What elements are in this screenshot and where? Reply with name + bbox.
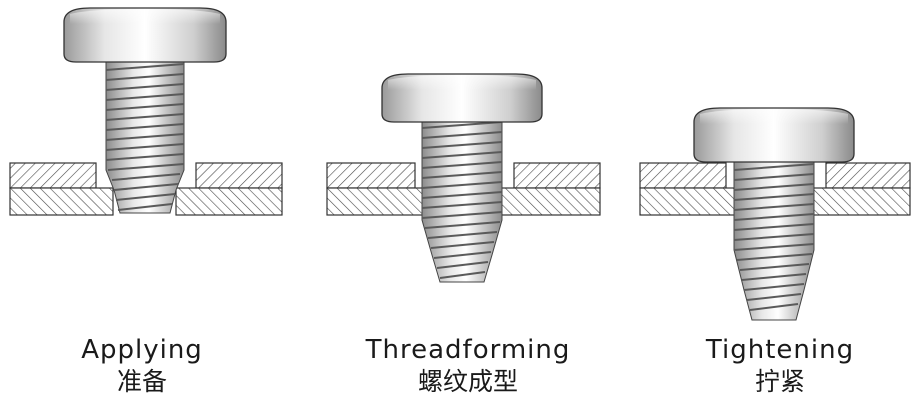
plate-top-left bbox=[9, 162, 97, 189]
plate-bottom-right bbox=[807, 187, 911, 216]
plate-top-left bbox=[639, 162, 727, 189]
screw-threads bbox=[733, 163, 815, 311]
screw-threads bbox=[421, 121, 503, 279]
stage-title-en: Tightening bbox=[705, 335, 855, 365]
stage-label-threadforming: Threadforming 螺纹成型 bbox=[338, 334, 598, 398]
stage-label-tightening: Tightening 拧紧 bbox=[650, 334, 910, 398]
plate-top-right bbox=[825, 162, 911, 189]
stage-title-cn: 螺纹成型 bbox=[417, 367, 518, 396]
pan-head-screw-icon bbox=[63, 7, 227, 214]
plate-bottom-right bbox=[175, 187, 283, 216]
screw-shank bbox=[421, 119, 503, 283]
stage-threadforming bbox=[326, 73, 601, 283]
screw-head bbox=[381, 73, 543, 123]
plate-bottom-left bbox=[326, 187, 433, 216]
stage-tightening bbox=[639, 107, 911, 321]
screw-head bbox=[693, 107, 855, 163]
plate-bottom-right bbox=[495, 187, 601, 216]
stage-title-en: Threadforming bbox=[365, 335, 571, 365]
pan-head-screw-icon bbox=[381, 73, 543, 283]
plate-top-right bbox=[513, 162, 601, 189]
stage-applying bbox=[9, 7, 283, 216]
plate-bottom-left bbox=[9, 187, 114, 216]
screw-shank bbox=[733, 161, 815, 321]
plate-bottom-left bbox=[639, 187, 747, 216]
stage-title-en: Applying bbox=[81, 335, 203, 365]
stage-title-cn: 拧紧 bbox=[754, 367, 805, 396]
stage-title-cn: 准备 bbox=[116, 367, 167, 396]
stage-label-applying: Applying 准备 bbox=[12, 334, 272, 398]
plate-top-left bbox=[326, 162, 416, 189]
plate-top-right bbox=[195, 162, 283, 189]
screw-head bbox=[63, 7, 227, 63]
screw-threads bbox=[105, 63, 185, 211]
pan-head-screw-icon bbox=[693, 107, 855, 321]
